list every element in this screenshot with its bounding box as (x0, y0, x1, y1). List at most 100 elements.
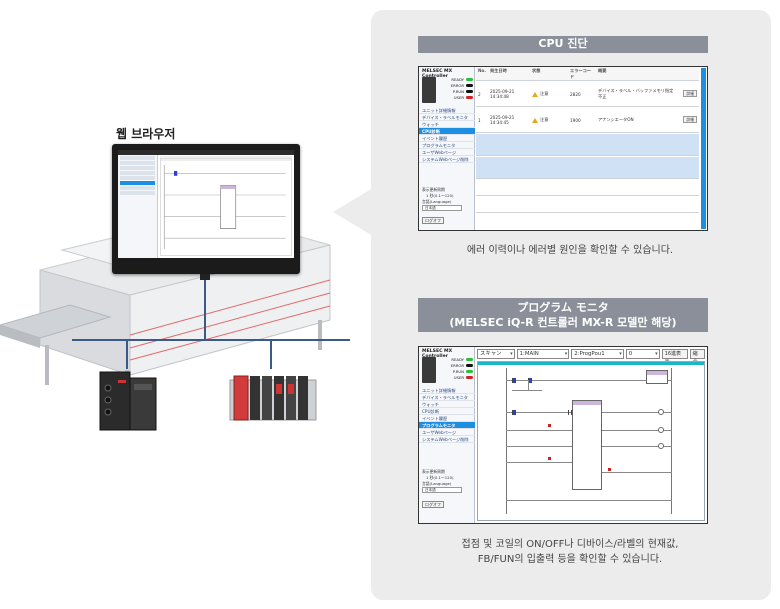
pm-menu-cpu-diagnosis[interactable]: CPU診断 (419, 408, 475, 415)
pm-function-block[interactable] (572, 400, 602, 490)
diag-menu-program-monitor[interactable]: プログラムモニタ (419, 142, 475, 149)
col-code: エラーコード (570, 68, 591, 79)
diag-menu-user-web[interactable]: ユーザWebページ (419, 149, 475, 156)
pm-fit-button[interactable]: 縮合 (689, 349, 705, 365)
pm-mode-select[interactable]: スキャン (477, 349, 515, 359)
diag-menu-unit-info[interactable]: ユニット詳細情報 (419, 107, 475, 114)
pm-contact-on[interactable] (512, 410, 516, 415)
pm-fb-output-wire (602, 472, 672, 473)
row-status: 注意 (530, 116, 568, 124)
detail-button[interactable]: 詳細 (683, 90, 697, 97)
iq-r-controller-device (229, 375, 317, 421)
diag-logout-button[interactable]: ログオフ (422, 217, 444, 224)
diag-menu-system-web-delete[interactable]: システムWebページ削除 (419, 156, 475, 163)
cpu-diagnosis-title: CPU 진단 (418, 36, 708, 53)
program-monitor-title-line1: プログラム モニタ (517, 301, 609, 314)
program-monitor-window: MELSEC MX Controller READY ERROR P.RUN U… (418, 346, 708, 524)
monitor-stand (200, 274, 210, 280)
pm-menu-unit-info[interactable]: ユニット詳細情報 (419, 387, 475, 394)
program-monitor-title: プログラム モニタ (MELSEC iQ-R 컨트롤러 MX-R 모델만 해당) (418, 298, 708, 332)
diag-plc-image (422, 77, 436, 103)
detail-button[interactable]: 詳細 (683, 116, 697, 123)
network-horizontal-line (72, 339, 350, 341)
pm-menu-watch[interactable]: ウォッチ (419, 401, 475, 408)
pm-branch (528, 380, 529, 390)
table-row-empty (476, 180, 699, 196)
pm-led-ready: READY (439, 357, 473, 362)
pm-led-prun: P.RUN (439, 369, 473, 374)
browser-mini-ladder (160, 158, 292, 256)
diag-led-ready: READY (439, 77, 473, 82)
diag-menu: ユニット詳細情報 デバイス・ラベルモニタ ウォッチ CPU診断 イベント履歴 プ… (419, 107, 475, 163)
pm-controller-title: MELSEC MX Controller (422, 349, 453, 359)
program-monitor-caption: 접점 및 코일의 ON/OFF나 디바이스/라벨의 현재값, FB/FUN의 입… (390, 537, 750, 567)
browser-topbar (118, 150, 294, 155)
pm-fb-input-wire (506, 430, 572, 431)
cpu-diagnosis-window: MELSEC MX Controller READY ERROR P.RUN U… (418, 66, 708, 231)
diag-refresh-label: 表示更新周期 (422, 187, 445, 192)
diag-menu-watch[interactable]: ウォッチ (419, 121, 475, 128)
diag-table-header: No. 発生日時 状態 エラーコード 概要 (476, 67, 699, 81)
pm-coil[interactable] (658, 427, 664, 433)
col-status: 状態 (532, 68, 541, 73)
pm-menu-program-monitor[interactable]: プログラムモニタ (419, 422, 475, 429)
pm-logout-button[interactable]: ログオフ (422, 501, 444, 508)
col-date: 発生日時 (490, 68, 507, 73)
pm-menu-user-web[interactable]: ユーザWebページ (419, 429, 475, 436)
diag-language-select[interactable]: 日本語 (422, 205, 462, 211)
diag-menu-cpu-diagnosis[interactable]: CPU診断 (419, 128, 475, 135)
program-monitor-caption-line1: 접점 및 코일의 ON/OFF나 디바이스/라벨의 현재값, (461, 539, 679, 550)
pm-hex-display-button[interactable]: 16進表示 (661, 349, 688, 365)
pm-ladder-top-strip (478, 362, 704, 365)
pm-rung-end (506, 500, 672, 501)
diag-vertical-scrollbar[interactable] (701, 68, 706, 229)
cpu-diagnosis-caption-text: 에러 이력이나 에러별 원인을 확인할 수 있습니다. (466, 245, 674, 256)
diag-refresh-value[interactable]: 1 秒(0.1～120) (426, 193, 454, 198)
pm-refresh-label: 表示更新周期 (422, 469, 445, 474)
mx-controller-device (99, 371, 157, 431)
pm-menu-event-history[interactable]: イベント履歴 (419, 415, 475, 422)
row-status: 注意 (530, 90, 568, 98)
row-no: 1 (478, 117, 481, 123)
diag-menu-device-monitor[interactable]: デバイス・ラベルモニタ (419, 114, 475, 121)
table-row-empty (476, 197, 699, 213)
pm-left-power-rail (506, 368, 507, 514)
pm-pou-select[interactable]: 2:ProgPou1 (571, 349, 624, 359)
row-code: 1900 (570, 117, 581, 123)
program-monitor-title-line2: (MELSEC iQ-R 컨트롤러 MX-R 모델만 해당) (449, 316, 677, 329)
diag-options: 表示更新周期 1 秒(0.1～120) 言語(Language) 日本語 (422, 187, 462, 211)
diag-menu-event-history[interactable]: イベント履歴 (419, 135, 475, 142)
pm-program-select[interactable]: 1:MAIN (516, 349, 570, 359)
pm-fb-input-wire (506, 446, 572, 447)
pm-contact-off[interactable] (568, 410, 572, 415)
pm-language-select[interactable]: 日本語 (422, 487, 462, 493)
pm-step-select[interactable]: 0 (625, 349, 660, 359)
pm-coil[interactable] (658, 409, 664, 415)
pm-output-block[interactable] (646, 370, 668, 384)
diag-led-error: ERROR (439, 83, 473, 88)
pm-fb-output-wire (602, 430, 672, 431)
row-summary: デバイス・ラベル・バッファメモリ指定不正 (598, 88, 674, 99)
pm-menu-device-monitor[interactable]: デバイス・ラベルモニタ (419, 394, 475, 401)
pm-menu-system-web-delete[interactable]: システムWebページ削除 (419, 436, 475, 443)
diag-led-panel: READY ERROR P.RUN USER (422, 77, 473, 105)
diag-sidebar: MELSEC MX Controller READY ERROR P.RUN U… (419, 67, 475, 230)
pm-options: 表示更新周期 1 秒(0.1～120) 言語(Language) 日本語 (422, 469, 462, 493)
row-summary: アナンシエータON (598, 117, 634, 122)
pm-fb-input-wire (506, 462, 572, 463)
cpu-diagnosis-title-text: CPU 진단 (538, 37, 588, 50)
pm-language-label: 言語(Language) (422, 481, 452, 486)
warning-icon (532, 91, 538, 97)
pm-coil[interactable] (658, 443, 664, 449)
network-drop-left (126, 339, 128, 369)
pm-refresh-value[interactable]: 1 秒(0.1～120) (426, 475, 454, 480)
warning-icon (532, 117, 538, 123)
pm-contact-on[interactable] (512, 378, 516, 383)
col-summary: 概要 (598, 68, 607, 73)
diag-controller-title: MELSEC MX Controller (422, 69, 453, 79)
pm-led-error: ERROR (439, 363, 473, 368)
